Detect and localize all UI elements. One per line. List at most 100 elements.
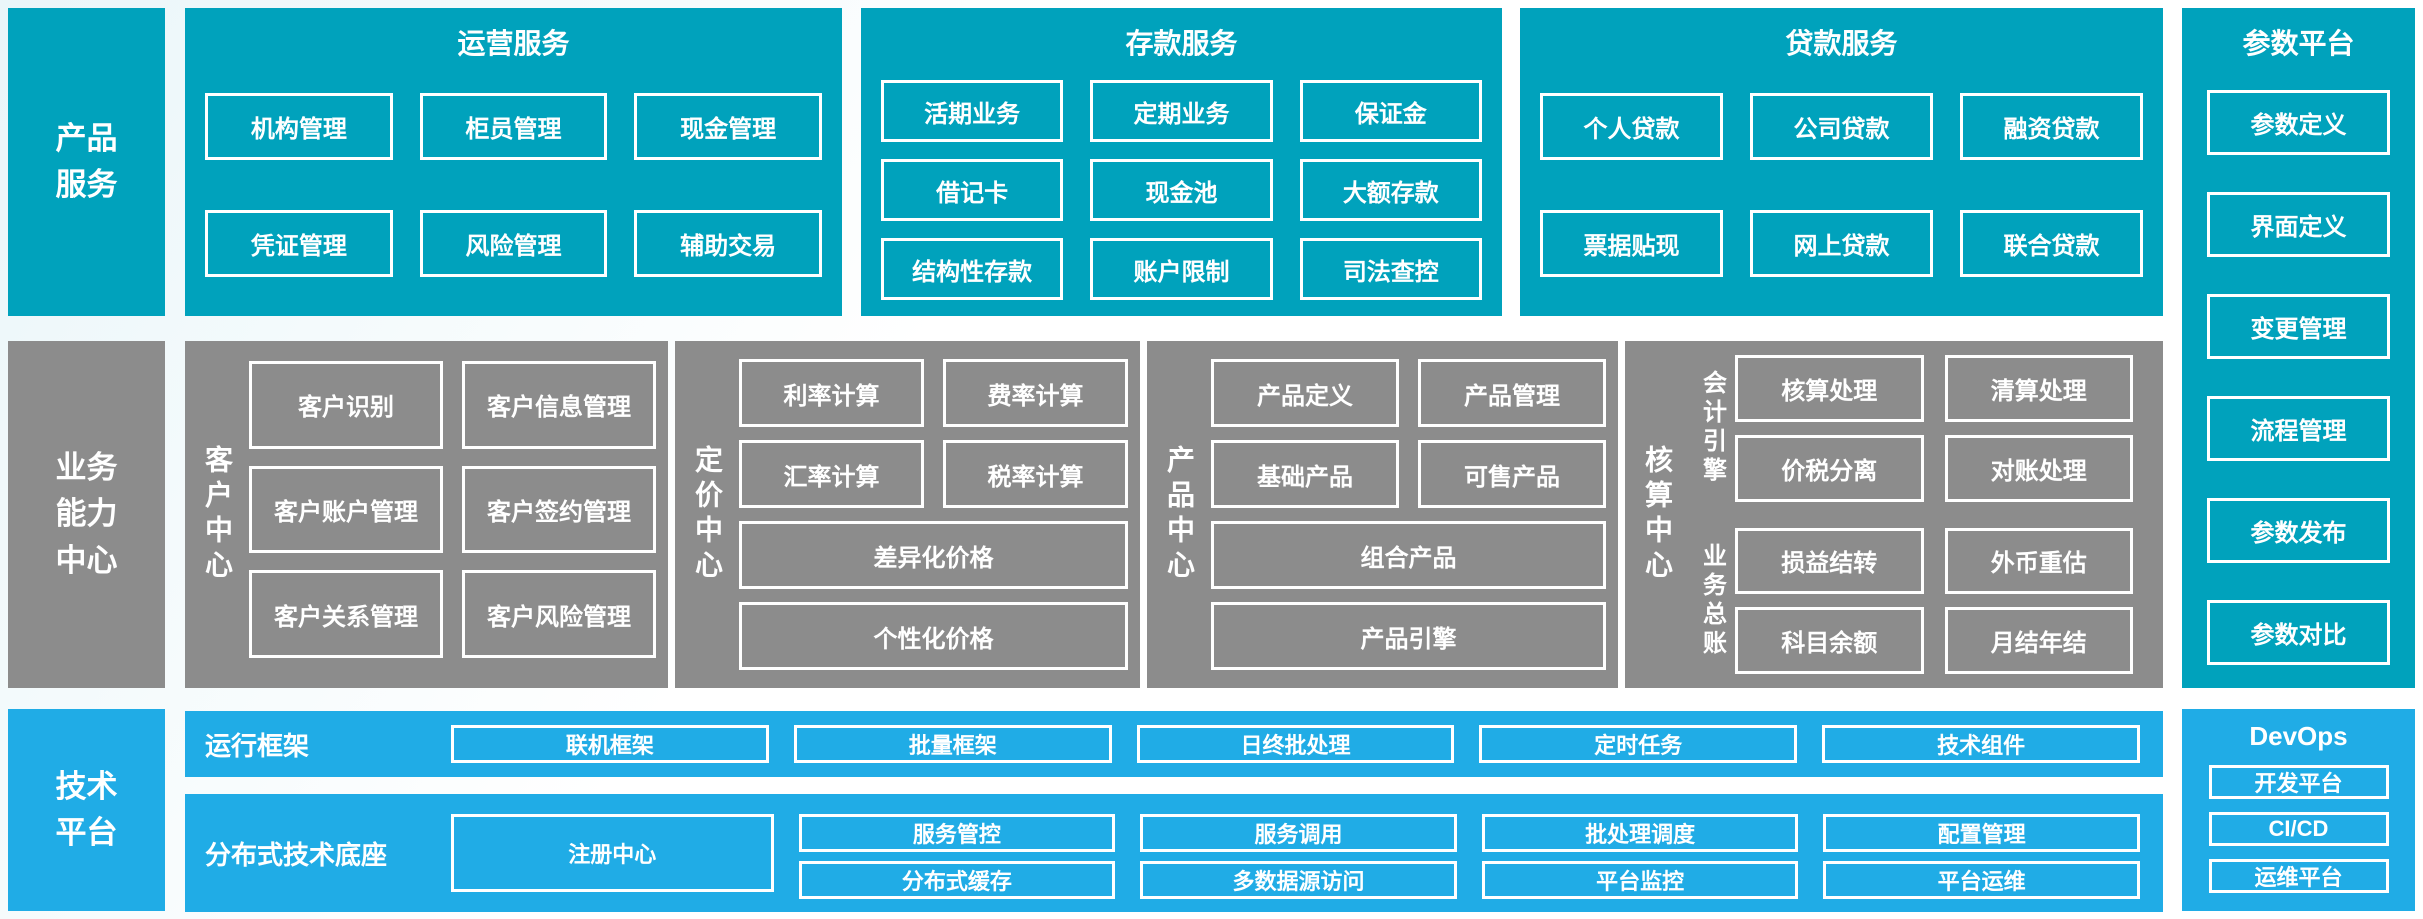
box-column: 服务调用 多数据源访问 (1140, 814, 1457, 899)
tech-box: 定时任务 (1479, 725, 1798, 763)
side-label-text: 技术 平台 (55, 768, 118, 851)
tech-box: 分布式缓存 (798, 861, 1116, 899)
registry-center-box: 注册中心 (451, 814, 774, 892)
section-loan-services: 贷款服务 个人贷款 公司贷款 融资贷款 票据贴现 网上贷款 联合贷款 (1520, 8, 2163, 316)
capability-box: 科目余额 (1735, 607, 1924, 674)
capability-box: 客户关系管理 (249, 570, 443, 658)
capability-box-wide: 差异化价格 (739, 521, 1128, 589)
service-box: 大额存款 (1299, 159, 1482, 221)
capability-box: 费率计算 (943, 359, 1128, 427)
section-deposit-services: 存款服务 活期业务 定期业务 保证金 借记卡 现金池 大额存款 结构性存款 账户… (861, 8, 1502, 316)
tech-box: 联机框架 (451, 725, 769, 763)
tech-box: 服务调用 (1140, 814, 1457, 852)
capability-box: 月结年结 (1944, 607, 2133, 674)
capability-box: 产品管理 (1418, 359, 1606, 427)
capability-box: 汇率计算 (739, 440, 924, 508)
vertical-label: 定价中心 (692, 444, 723, 585)
service-box: 定期业务 (1090, 80, 1273, 142)
service-box: 现金管理 (634, 93, 822, 160)
capability-box-wide: 组合产品 (1211, 521, 1606, 589)
service-box: 辅助交易 (634, 210, 822, 277)
service-box: 公司贷款 (1750, 93, 1933, 160)
param-box: 界面定义 (2207, 192, 2390, 257)
vertical-label: 产品中心 (1164, 444, 1195, 585)
side-label-product-services: 产品 服务 (8, 8, 165, 316)
vertical-label: 客户中心 (202, 444, 233, 585)
service-box: 风险管理 (419, 210, 608, 277)
tech-box: 平台监控 (1481, 861, 1799, 899)
box-row: 联机框架 批量框架 日终批处理 定时任务 技术组件 (451, 725, 2140, 763)
service-box: 网上贷款 (1750, 210, 1933, 277)
devops-box: 运维平台 (2208, 859, 2389, 893)
service-box: 账户限制 (1090, 238, 1273, 300)
section-title: 存款服务 (1125, 28, 1238, 59)
capability-box: 外币重估 (1944, 527, 2133, 595)
section-product-center: 产品中心 产品定义 产品管理 基础产品 可售产品 组合产品 产品引擎 (1147, 341, 1618, 688)
strip-distributed-tech-base: 分布式技术底座 注册中心 服务管控 分布式缓存 服务调用 多数据源访问 批处理调… (185, 794, 2163, 912)
tech-box: 多数据源访问 (1140, 861, 1457, 899)
box-row: 注册中心 服务管控 分布式缓存 服务调用 多数据源访问 批处理调度 平台监控 配… (451, 814, 2140, 899)
param-box: 变更管理 (2207, 294, 2390, 359)
capability-box: 清算处理 (1944, 355, 2133, 422)
box-grid: 活期业务 定期业务 保证金 借记卡 现金池 大额存款 结构性存款 账户限制 司法… (881, 80, 1482, 300)
side-label-technology-platform: 技术 平台 (8, 709, 165, 911)
capability-box: 税率计算 (943, 440, 1128, 508)
vertical-sublabel: 业务总账 (1698, 542, 1726, 659)
strip-label: 分布式技术底座 (205, 839, 388, 870)
section-title: 运营服务 (457, 28, 570, 59)
service-box: 机构管理 (205, 93, 393, 160)
box-grid: 产品定义 产品管理 基础产品 可售产品 组合产品 产品引擎 (1211, 359, 1606, 670)
capability-box: 客户信息管理 (462, 361, 656, 449)
accounting-groups: 会计引擎 核算处理 清算处理 价税分离 对账处理 业务总账 损益结转 外币重估 … (1689, 355, 2133, 674)
capability-box-wide: 产品引擎 (1211, 602, 1606, 670)
service-box: 借记卡 (881, 159, 1064, 221)
capability-box: 核算处理 (1735, 355, 1924, 422)
tech-box: 配置管理 (1823, 814, 2140, 852)
tech-box: 平台运维 (1823, 861, 2140, 899)
service-box: 保证金 (1299, 80, 1482, 142)
strip-label: 运行框架 (205, 730, 310, 761)
service-box: 联合贷款 (1960, 210, 2143, 277)
panel-title: 参数平台 (2242, 28, 2355, 59)
capability-box: 客户识别 (249, 361, 443, 449)
side-label-text: 产品 服务 (55, 120, 118, 203)
param-box: 流程管理 (2207, 396, 2390, 461)
service-box: 司法查控 (1299, 238, 1482, 300)
box-grid: 机构管理 柜员管理 现金管理 凭证管理 风险管理 辅助交易 (205, 93, 822, 277)
box-grid: 利率计算 费率计算 汇率计算 税率计算 差异化价格 个性化价格 (739, 359, 1128, 670)
tech-box: 技术组件 (1822, 725, 2140, 763)
box-grid: 客户识别 客户信息管理 客户账户管理 客户签约管理 客户关系管理 客户风险管理 (249, 361, 656, 658)
side-label-business-capability-center: 业务 能力 中心 (8, 341, 165, 688)
param-box: 参数定义 (2207, 90, 2390, 155)
tech-box: 日终批处理 (1136, 725, 1455, 763)
accounting-engine-group: 会计引擎 核算处理 清算处理 价税分离 对账处理 (1689, 355, 2133, 502)
service-box: 融资贷款 (1960, 93, 2143, 160)
param-box: 参数发布 (2207, 498, 2390, 563)
service-box: 个人贷款 (1540, 93, 1723, 160)
box-grid: 损益结转 外币重估 科目余额 月结年结 (1735, 527, 2133, 674)
service-box: 结构性存款 (881, 238, 1064, 300)
param-box: 参数对比 (2207, 600, 2390, 665)
strip-runtime-framework: 运行框架 联机框架 批量框架 日终批处理 定时任务 技术组件 (185, 711, 2163, 777)
section-pricing-center: 定价中心 利率计算 费率计算 汇率计算 税率计算 差异化价格 个性化价格 (675, 341, 1140, 688)
section-customer-center: 客户中心 客户识别 客户信息管理 客户账户管理 客户签约管理 客户关系管理 客户… (185, 341, 668, 688)
tech-box: 批量框架 (793, 725, 1112, 763)
section-operations-services: 运营服务 机构管理 柜员管理 现金管理 凭证管理 风险管理 辅助交易 (185, 8, 842, 316)
capability-box-wide: 个性化价格 (739, 602, 1128, 670)
capability-box: 对账处理 (1944, 434, 2133, 502)
capability-box: 基础产品 (1211, 440, 1399, 508)
capability-box: 客户账户管理 (249, 465, 443, 554)
section-title: 贷款服务 (1785, 28, 1898, 59)
capability-box: 损益结转 (1735, 527, 1924, 595)
box-grid: 核算处理 清算处理 价税分离 对账处理 (1735, 355, 2133, 502)
capability-box: 产品定义 (1211, 359, 1399, 427)
devops-box: 开发平台 (2208, 765, 2389, 799)
panel-parameter-platform: 参数平台 参数定义 界面定义 变更管理 流程管理 参数发布 参数对比 (2182, 8, 2415, 688)
panel-title: DevOps (2249, 721, 2348, 751)
box-column: 服务管控 分布式缓存 (798, 814, 1116, 899)
capability-box: 利率计算 (739, 359, 924, 427)
devops-box: CI/CD (2208, 812, 2389, 846)
vertical-sublabel: 会计引擎 (1698, 370, 1726, 487)
service-box: 柜员管理 (419, 93, 608, 160)
